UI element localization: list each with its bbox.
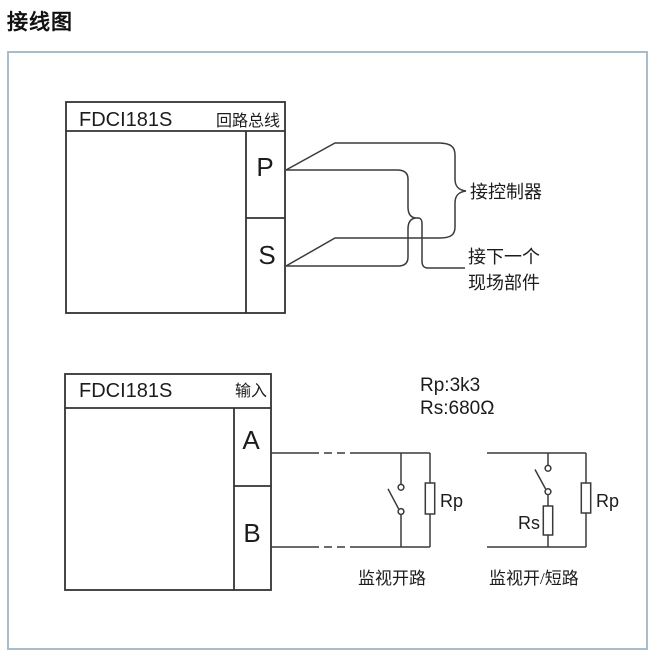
terminal-b-label: B (243, 518, 260, 548)
terminal-a-label: A (242, 425, 260, 455)
switch-blade (387, 488, 400, 510)
switch-contact-bottom (397, 507, 405, 516)
next-device-brace (397, 169, 417, 267)
header-right-label: 回路总线 (216, 112, 280, 130)
loop-bus-wiring: 接控制器 接下一个 现场部件 (285, 142, 542, 293)
next-device-connector (416, 217, 465, 269)
resistor-rs-label: Rs (518, 513, 540, 533)
device-model-label: FDCI181S (79, 109, 172, 131)
switch-contact-bottom (544, 488, 552, 496)
header-right-label: 输入 (235, 382, 267, 400)
resistor-rp-label: Rp (440, 491, 463, 511)
switch-blade (534, 469, 547, 490)
switch-contact-top (544, 464, 552, 472)
diagram-panel (7, 51, 648, 650)
wire-s-to-controller (285, 237, 440, 267)
wire-p-to-controller (285, 142, 440, 171)
switch-contact-top (397, 483, 405, 491)
terminal-p-label: P (256, 152, 273, 182)
device-model-label: FDCI181S (79, 380, 172, 402)
controller-brace (439, 142, 467, 239)
device-outline (65, 101, 286, 314)
resistor-rp (580, 482, 592, 514)
circuit-caption: 监视开路 (358, 569, 426, 588)
page-title: 接线图 (7, 11, 73, 34)
controller-label: 接控制器 (470, 182, 542, 202)
loop-bus-device-box: FDCI181S 回路总线 P S (65, 101, 286, 314)
input-device-box: FDCI181S 输入 A B (64, 373, 272, 591)
circuit-monitor-open: Rp 监视开路 (271, 452, 463, 588)
resistor-rp (424, 482, 436, 515)
terminal-s-label: S (258, 240, 275, 270)
next-device-label-line2: 现场部件 (468, 273, 540, 293)
circuit-caption: 监视开/短路 (489, 569, 579, 588)
next-device-label-line1: 接下一个 (468, 247, 540, 267)
resistor-values: Rp:3k3 Rs:680Ω (420, 375, 494, 419)
resistor-rp-label: Rp (596, 491, 619, 511)
rp-value-label: Rp:3k3 (420, 375, 480, 396)
rs-value-label: Rs:680Ω (420, 398, 494, 419)
resistor-rs (542, 505, 554, 536)
device-outline (64, 373, 272, 591)
circuit-monitor-open-short: Rs Rp 监视开/短路 (487, 452, 619, 588)
